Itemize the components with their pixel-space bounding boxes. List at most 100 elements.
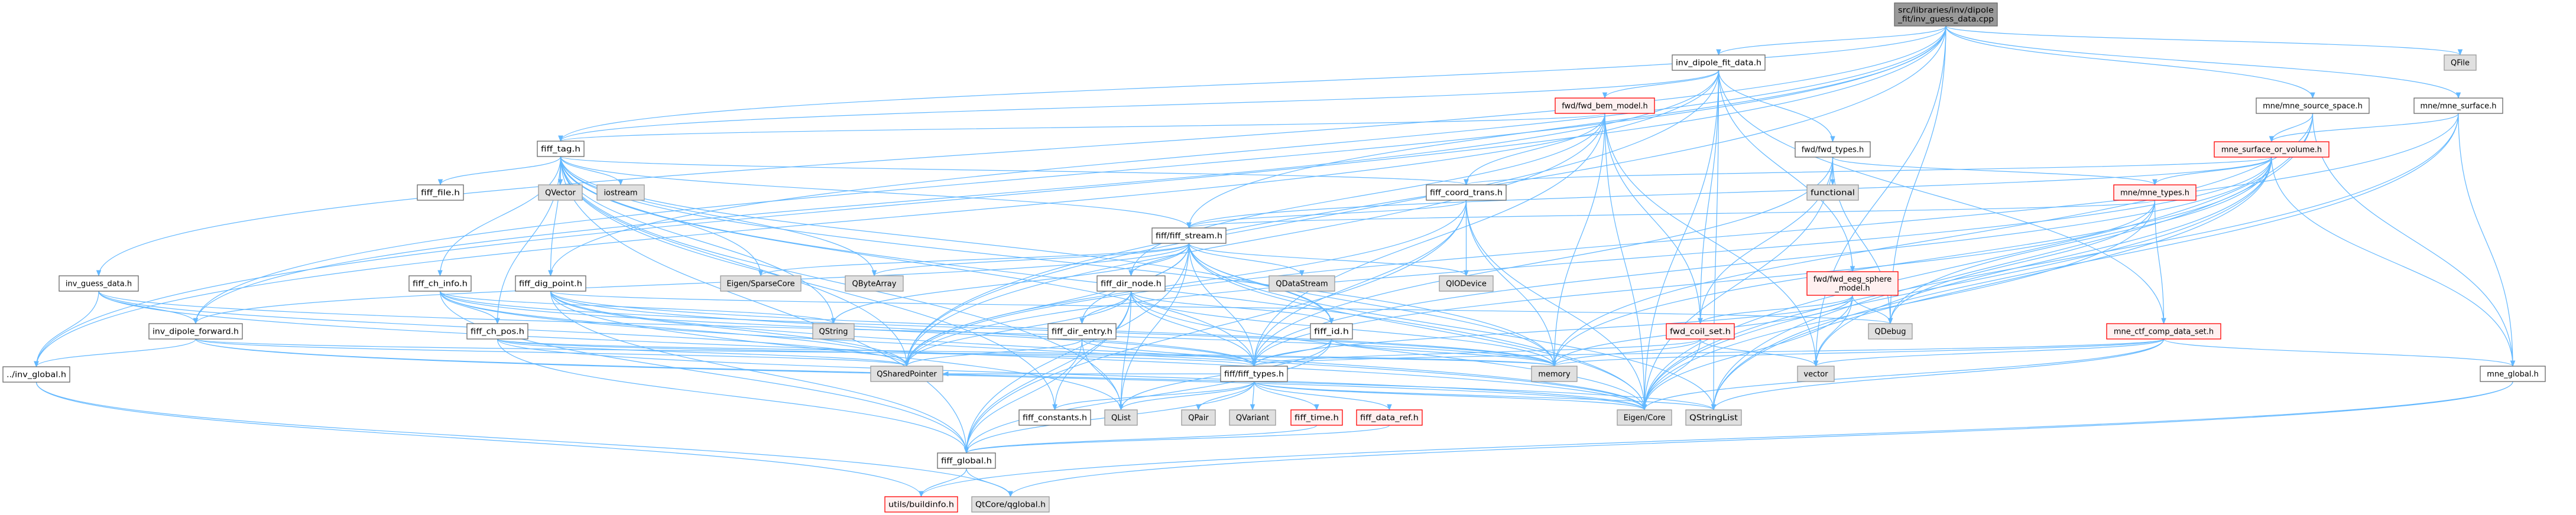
node-buildinfo[interactable]: utils/buildinfo.h [884,496,958,513]
node-label: QSharedPointer [877,370,937,379]
edge-fiff_id-to-memory [1331,338,1557,367]
node-fwd_types[interactable]: fwd/fwd_types.h [1795,141,1871,158]
node-QDataStream[interactable]: QDataStream [1268,275,1335,292]
edge-inv_guess_data-to-inv_dipole_forward [98,291,199,325]
node-box [1806,271,1899,296]
node-label: fiff_tag.h [541,145,580,154]
node-vector[interactable]: vector [1797,366,1835,382]
edge-mne_surface-to-mne_global [2458,113,2516,367]
node-mne_source_space[interactable]: mne/mne_source_space.h [2256,97,2370,114]
node-fiff_dir_entry[interactable]: fiff_dir_entry.h [1047,323,1117,340]
edge-fiff_types-to-fiff_data_ref [1253,381,1392,411]
node-label: QByteArray [852,280,897,289]
node-iostream[interactable]: iostream [596,184,645,201]
node-mne_global[interactable]: mne_global.h [2480,366,2546,382]
edge-mne_surface_or_volume-to-QDebug [1887,157,2272,325]
node-fiff_tag[interactable]: fiff_tag.h [537,141,585,157]
node-qglobal[interactable]: QtCore/qglobal.h [971,496,1050,513]
node-fiff_global[interactable]: fiff_global.h [937,452,996,469]
node-box [2,366,70,383]
node-QPair[interactable]: QPair [1181,409,1216,426]
edge-mne_surface_or_volume-to-mne_types [2152,157,2272,186]
node-box [1220,366,1288,382]
edge-root-to-inv_dipole_fit_data [1716,25,1946,56]
node-QStringList[interactable]: QStringList [1685,409,1742,426]
node-fiff_id[interactable]: fiff_id.h [1310,323,1353,340]
node-box [1795,141,1871,158]
edge-mne_ctf_comp-to-mne_global [2163,338,2516,367]
node-QVector[interactable]: QVector [538,184,583,201]
node-memory[interactable]: memory [1531,366,1578,382]
node-box [1268,275,1335,292]
node-QVariant[interactable]: QVariant [1229,409,1276,426]
node-inv_global[interactable]: ../inv_global.h [2,366,70,383]
edge-fiff_coord_trans-to-QSharedPointer [904,200,1467,367]
node-label: QtCore/qglobal.h [975,501,1046,510]
edge-mne_ctf_comp-to-Eigen_Core [1641,338,2165,411]
node-label: mne_global.h [2487,370,2538,379]
node-fiff_ch_pos[interactable]: fiff_ch_pos.h [466,323,528,340]
node-label: QString [819,328,848,337]
node-box [1868,323,1913,340]
edge-fiff_tag-to-QList [560,156,1124,411]
node-QDebug[interactable]: QDebug [1868,323,1913,340]
edge-fiff_tag-to-fiff_dig_point [548,156,562,277]
node-fwd_bem_model[interactable]: fwd/fwd_bem_model.h [1555,97,1655,114]
node-box [2113,184,2197,201]
node-inv_dipole_fit_data[interactable]: inv_dipole_fit_data.h [1672,54,1766,71]
node-mne_types[interactable]: mne/mne_types.h [2113,184,2197,201]
node-label: fiff_global.h [941,457,992,466]
node-box [937,452,996,469]
node-fiff_dig_point[interactable]: fiff_dig_point.h [515,275,586,292]
edge-root-to-QFile [1945,25,2463,56]
node-box [1018,409,1091,426]
node-fiff_stream[interactable]: fiff/fiff_stream.h [1151,227,1227,244]
node-QFile[interactable]: QFile [2444,54,2477,71]
node-fiff_file[interactable]: fiff_file.h [417,184,464,201]
edge-inv_dipole_fit_data-to-fiff_tag [558,70,1720,142]
node-QByteArray[interactable]: QByteArray [845,275,904,292]
edge-mne_ctf_comp-to-memory [1552,338,2165,367]
node-box [408,275,472,292]
node-mne_surface[interactable]: mne/mne_surface.h [2413,97,2503,114]
edge-fiff_time-to-fiff_global [963,425,1318,454]
node-fwd_coil_set[interactable]: fwd_coil_set.h [1666,323,1735,340]
node-fiff_constants[interactable]: fiff_constants.h [1018,409,1091,426]
edge-fiff_ch_info-to-memory [439,291,1557,367]
node-fiff_coord_trans[interactable]: fiff_coord_trans.h [1426,184,1507,201]
node-inv_guess_data[interactable]: inv_guess_data.h [59,275,139,292]
node-box [971,496,1050,513]
node-box [59,275,139,292]
node-fwd_eeg_sphere[interactable]: fwd/fwd_eeg_sphere_model.h [1806,271,1899,296]
node-QSharedPointer[interactable]: QSharedPointer [870,366,943,382]
node-fiff_ch_info[interactable]: fiff_ch_info.h [408,275,472,292]
node-fiff_dir_node[interactable]: fiff_dir_node.h [1096,275,1166,292]
edge-fiff_stream-to-QStringList [1188,243,1717,411]
node-label: Eigen/Core [1624,414,1666,423]
node-label: QFile [2451,59,2470,68]
node-root[interactable]: src/libraries/inv/dipole_fit/inv_guess_d… [1894,2,1998,27]
edge-fiff_stream-to-Eigen_SparseCore [758,243,1190,277]
node-fiff_types[interactable]: fiff/fiff_types.h [1220,366,1288,382]
edge-fwd_bem_model-to-vector [1604,113,1819,367]
node-mne_surface_or_volume[interactable]: mne_surface_or_volume.h [2214,141,2330,158]
node-mne_ctf_comp[interactable]: mne_ctf_comp_data_set.h [2106,323,2221,340]
node-fiff_time[interactable]: fiff_time.h [1290,409,1343,426]
node-inv_dipole_forward[interactable]: inv_dipole_forward.h [148,323,243,340]
edge-fiff_dir_node-to-fiff_dir_entry [1079,291,1132,325]
node-label: fiff/fiff_stream.h [1156,232,1222,241]
node-QList[interactable]: QList [1104,409,1138,426]
edge-fwd_bem_model-to-fiff_tag [558,113,1605,142]
edge-fiff_ch_pos-to-Eigen_Core [497,338,1647,411]
node-Eigen_SparseCore[interactable]: Eigen/SparseCore [720,275,802,292]
edge-fiff_ch_info-to-fiff_global [439,291,969,454]
node-label: fiff_constants.h [1023,414,1087,423]
node-label: QDebug [1875,328,1906,337]
node-QIODevice[interactable]: QIODevice [1439,275,1494,292]
edge-inv_dipole_fit_data-to-fwd_types [1718,70,1835,143]
node-Eigen_Core[interactable]: Eigen/Core [1617,409,1672,426]
node-functional[interactable]: functional [1806,184,1859,201]
node-fiff_data_ref[interactable]: fiff_data_ref.h [1356,409,1423,426]
node-QString[interactable]: QString [812,323,855,340]
node-label: inv_dipole_fit_data.h [1676,59,1761,68]
